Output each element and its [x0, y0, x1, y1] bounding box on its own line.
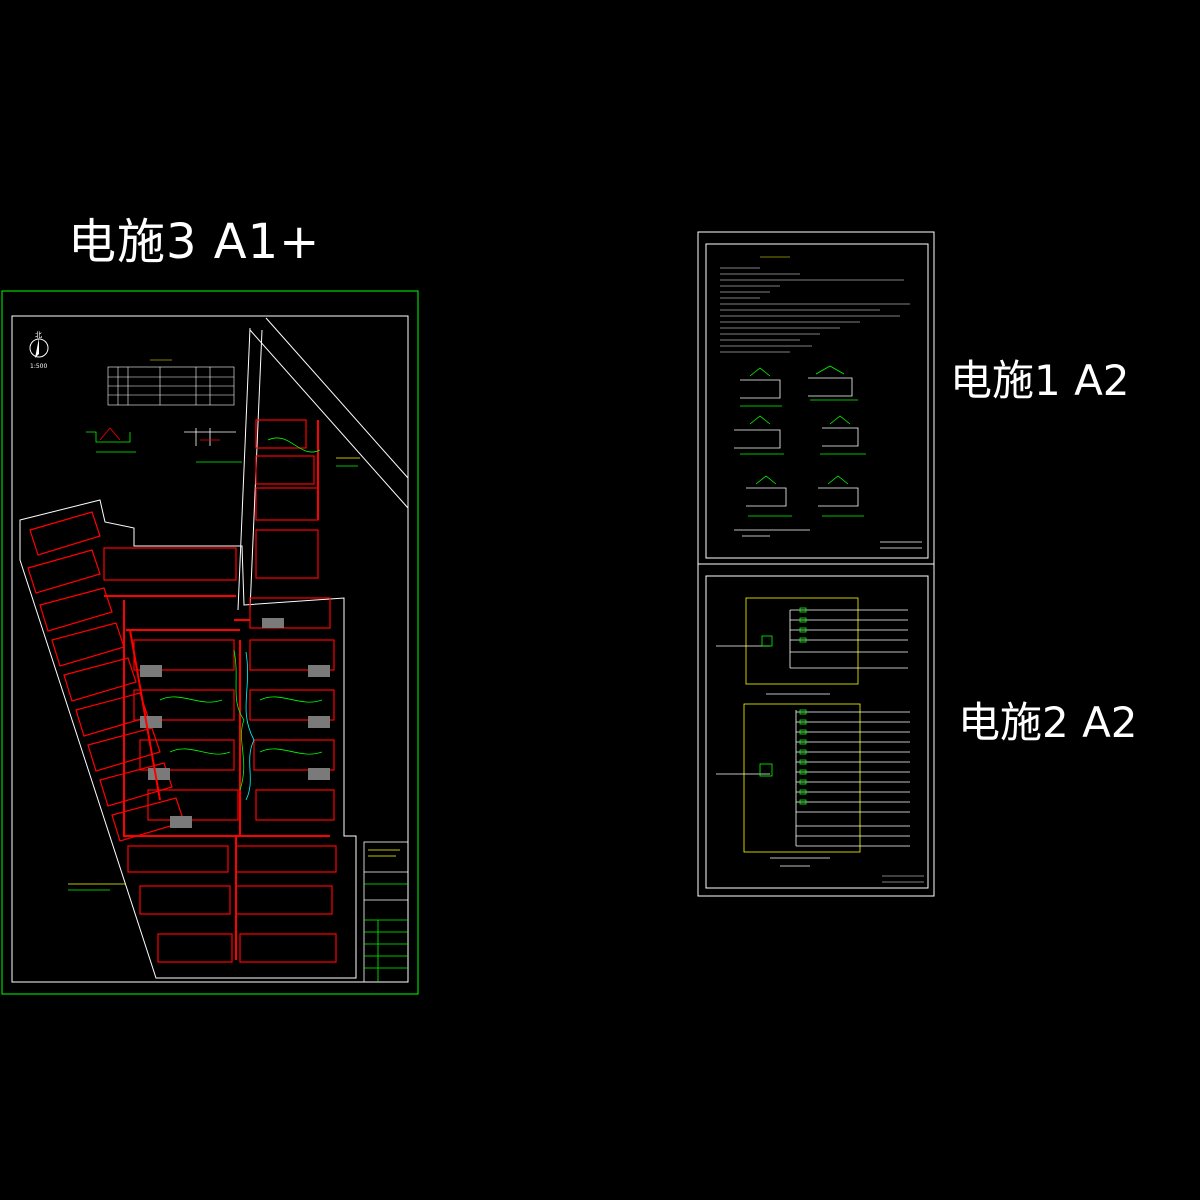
sheet-2-title: 电施2 A2 [958, 698, 1138, 747]
sheet-3-outer-frame [1, 290, 419, 995]
sheet-1-inner-frame [705, 243, 929, 559]
sheet-3-inner-frame [11, 315, 409, 983]
sheet-1-drawing [697, 231, 935, 565]
buildings-central-grid [103, 547, 337, 963]
sheet-2-drawing [697, 563, 935, 897]
upper-distribution-panel [716, 597, 908, 695]
breaker-symbols [799, 607, 807, 805]
site-boundary [19, 499, 357, 979]
detail-sketch-right [184, 428, 242, 463]
main-road [237, 317, 409, 611]
lower-distribution-panel [716, 703, 910, 867]
grey-blocks [140, 618, 330, 828]
legend-table [107, 359, 235, 406]
north-label: 北 [35, 331, 42, 339]
sheet-1-title: 电施1 A2 [950, 356, 1130, 405]
sheet-1-notes-text [720, 256, 910, 353]
sheet-3-title: 电施3 A1+ [68, 214, 321, 270]
north-arrow-icon: 北 1:500 [29, 331, 49, 370]
sheet-1-outer-frame [697, 231, 935, 565]
sheet-2-outer-frame [697, 563, 935, 897]
scale-label: 1:500 [30, 363, 47, 370]
sheet-1-detail-sketches [734, 365, 922, 549]
detail-sketch-left [86, 427, 136, 453]
cable-routes [104, 420, 330, 960]
annotation-notes [68, 457, 360, 891]
landscape-lines [159, 437, 323, 801]
sheet-2-inner-frame [705, 575, 929, 889]
sheet-3-title-block [363, 841, 409, 983]
sheet-3-drawing: 北 1:500 [1, 290, 419, 995]
sheet-2-title-block [882, 875, 924, 883]
